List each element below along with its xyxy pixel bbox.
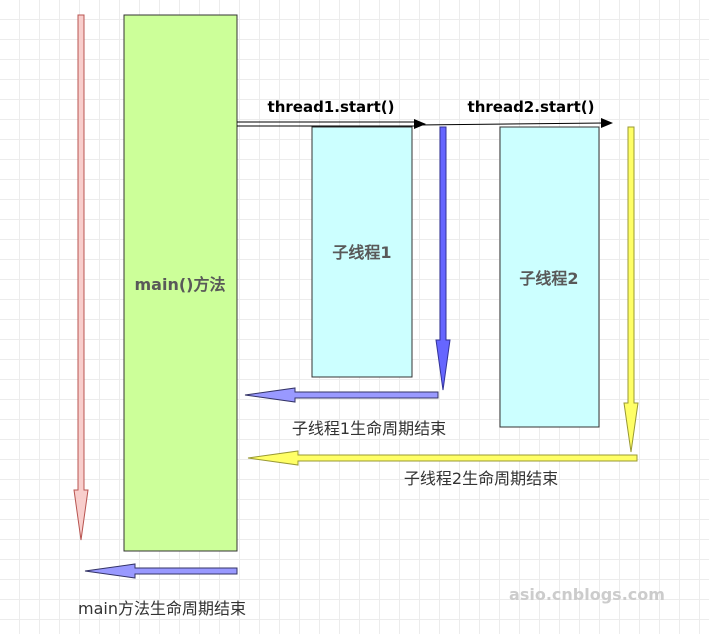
thread1-return-arrow [244,387,439,403]
main-end-label: main方法生命周期结束 [78,599,246,618]
thread2-return-arrow [247,450,638,466]
thread2-start-arrow-line [417,122,605,126]
thread1-box [311,126,413,378]
thread2-start-arrowhead [601,118,613,128]
thread2-lifeline-arrow [623,126,639,453]
watermark: asio.cnblogs.com [509,585,665,604]
thread1-label: 子线程1 [332,243,391,262]
thread2-start-label: thread2.start() [468,98,595,116]
main-lifeline-arrow [73,14,89,541]
main-method-box [123,14,238,552]
thread1-lifeline-arrow [435,126,451,391]
thread2-end-label: 子线程2生命周期结束 [404,469,558,488]
thread1-start-label: thread1.start() [268,98,395,116]
thread2-label: 子线程2 [519,269,578,288]
thread1-start-arrowhead [414,119,426,129]
main-return-arrow [84,563,238,579]
thread1-end-label: 子线程1生命周期结束 [292,419,446,438]
main-method-label: main()方法 [135,275,226,294]
thread2-box [499,126,600,428]
